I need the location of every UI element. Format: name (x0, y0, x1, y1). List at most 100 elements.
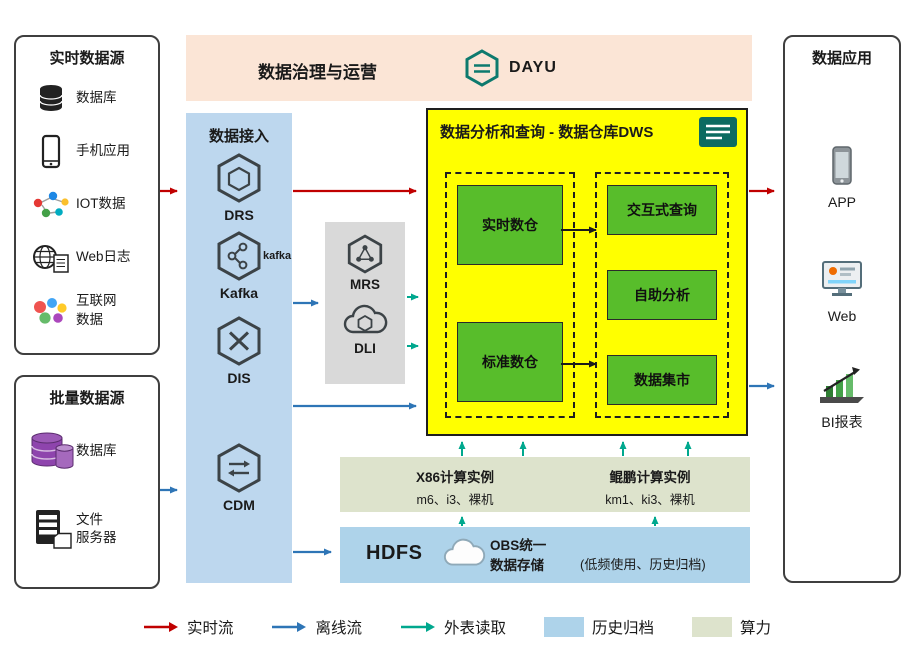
application-label: BI报表 (821, 414, 863, 430)
applications-title: 数据应用 (811, 50, 872, 67)
purple-database-icon (26, 429, 76, 473)
warehouse-group (445, 172, 575, 418)
realtime-sources-title: 实时数据源 (49, 50, 125, 67)
compute-swatch (692, 617, 733, 637)
legend-external-read: 外表读取 (400, 616, 506, 638)
legend-archive: 历史归档 (544, 616, 654, 638)
kunpeng-compute-spec: km1、ki3、裸机 (605, 493, 695, 507)
legend-offline-flow: 离线流 (271, 616, 362, 638)
data-applications-panel: 数据应用 APP Web (783, 35, 901, 583)
processing-item-mrs: MRS (346, 234, 384, 292)
x86-compute-spec: m6、i3、裸机 (416, 493, 494, 507)
kunpeng-compute-title: 鲲鹏计算实例 (609, 470, 691, 485)
app-phone-icon (832, 146, 852, 185)
service-label: Kafka (219, 285, 259, 301)
dws-document-icon (699, 117, 737, 147)
legend-label: 实时流 (186, 620, 234, 637)
dli-cloud-icon (343, 304, 388, 334)
obs-storage-note: (低频使用、历史归档) (580, 557, 706, 572)
legend-label: 历史归档 (592, 620, 655, 637)
kafka-wordmark: kafka (263, 250, 292, 262)
dayu-label: DAYU (509, 59, 557, 76)
ingestion-item-kafka: kafka Kafka (186, 231, 292, 301)
dis-hexagon-icon (217, 316, 261, 366)
file-server-icon (26, 507, 76, 551)
processing-box: MRS DLI (325, 222, 405, 384)
bi-chart-icon (820, 367, 864, 403)
external-read-arrow-icon (400, 622, 435, 632)
mrs-hexagon-icon (347, 234, 383, 274)
list-item: Web日志 (16, 231, 158, 284)
x86-compute-title: X86计算实例 (415, 470, 495, 485)
storage-box: HDFS OBS统一 数据存储 (低频使用、历史归档) (340, 527, 750, 583)
ingestion-item-drs: DRS (186, 153, 292, 223)
drs-hexagon-icon (217, 153, 261, 203)
dayu-icon (465, 49, 499, 87)
internet-data-icon (26, 296, 76, 326)
data-ingestion-column: 数据接入 DRS kafka Kafka DIS (186, 113, 292, 583)
list-item: 数据库 (16, 412, 158, 490)
legend-label: 算力 (740, 620, 772, 637)
source-label: 数据库 (76, 442, 117, 458)
x86-compute-group: X86计算实例 m6、i3、裸机 (360, 466, 550, 508)
standard-warehouse-box: 标准数仓 (457, 322, 563, 402)
service-label: MRS (350, 277, 380, 292)
web-log-icon (26, 242, 76, 274)
legend-compute: 算力 (692, 616, 771, 638)
list-item: IOT数据 (16, 178, 158, 231)
dws-warehouse-box: 数据分析和查询 - 数据仓库DWS 实时数仓 标准数仓 交互式查询 自助分析 数… (426, 108, 748, 436)
application-label: Web (827, 308, 857, 324)
application-item-web: Web (785, 259, 899, 324)
data-mart-box: 数据集市 (607, 355, 717, 405)
application-label: APP (827, 194, 856, 210)
hdfs-label: HDFS (366, 542, 423, 564)
service-label: CDM (223, 497, 255, 513)
offline-arrow-icon (272, 622, 307, 632)
legend-realtime-flow: 实时流 (143, 616, 234, 638)
obs-storage-label: OBS统一 数据存储 (490, 538, 547, 573)
phone-icon (26, 134, 76, 170)
dayu-logo: DAYU (464, 49, 557, 87)
list-item: 文件 服务器 (16, 490, 158, 568)
database-icon (26, 82, 76, 116)
self-service-analysis-box: 自助分析 (607, 270, 717, 320)
iot-icon (26, 189, 76, 221)
batch-sources-title: 批量数据源 (49, 390, 125, 407)
governance-banner: 数据治理与运营 DAYU (186, 35, 752, 101)
ingestion-item-cdm: CDM (186, 443, 292, 513)
legend-label: 外表读取 (443, 620, 506, 637)
realtime-sources-panel: 实时数据源 数据库 (14, 35, 160, 355)
list-item: 数据库 (16, 72, 158, 125)
legend-label: 离线流 (315, 620, 362, 637)
realtime-arrow-icon (143, 622, 178, 632)
source-label: 文件 服务器 (76, 511, 117, 545)
source-label: 互联网 数据 (76, 293, 117, 327)
realtime-warehouse-box: 实时数仓 (457, 185, 563, 265)
web-monitor-icon (822, 261, 862, 296)
legend: 实时流 离线流 外表读取 历史归档 算力 (0, 610, 914, 644)
interactive-query-box: 交互式查询 (607, 185, 717, 235)
ingestion-title: 数据接入 (208, 128, 269, 145)
dws-title: 数据分析和查询 - 数据仓库DWS (440, 124, 654, 141)
services-group (595, 172, 729, 418)
governance-title: 数据治理与运营 (258, 63, 377, 82)
service-label: DIS (227, 370, 251, 386)
service-label: DRS (224, 207, 254, 223)
processing-item-dli: DLI (342, 304, 388, 356)
list-item: 互联网 数据 (16, 284, 158, 337)
application-item-bi: BI报表 (785, 363, 899, 432)
compute-instances-box: X86计算实例 m6、i3、裸机 鲲鹏计算实例 km1、ki3、裸机 (340, 457, 750, 512)
kafka-hexagon-icon (217, 231, 261, 281)
kunpeng-compute-group: 鲲鹏计算实例 km1、ki3、裸机 (555, 466, 745, 508)
cdm-hexagon-icon (217, 443, 261, 493)
service-label: DLI (354, 341, 376, 356)
obs-cloud-icon (443, 538, 486, 566)
archive-swatch (544, 617, 584, 637)
application-item-app: APP (785, 145, 899, 210)
source-label: 手机应用 (76, 143, 130, 159)
source-label: 数据库 (76, 90, 117, 106)
source-label: Web日志 (76, 249, 131, 265)
source-label: IOT数据 (76, 196, 126, 212)
list-item: 手机应用 (16, 125, 158, 178)
